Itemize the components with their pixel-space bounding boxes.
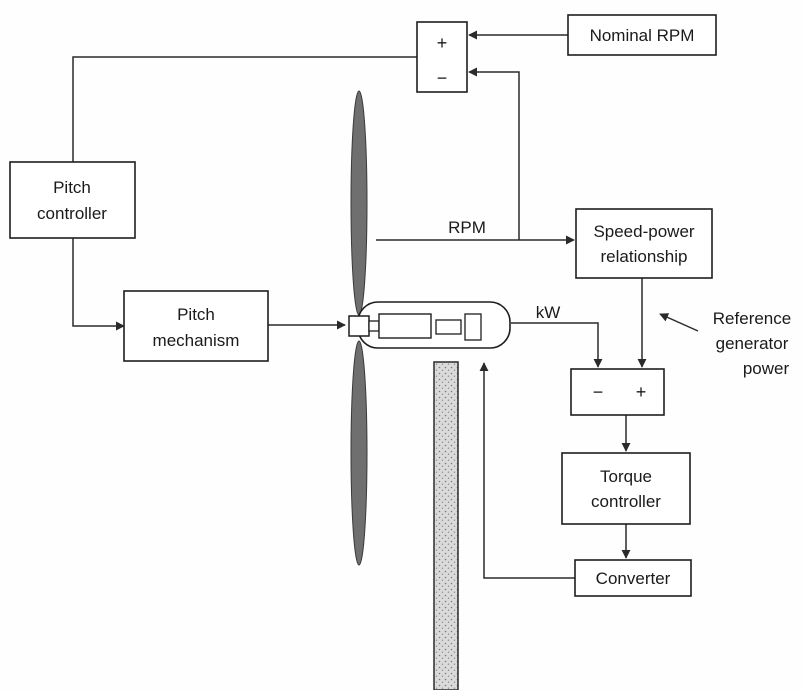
wire-summer-to-pitch-controller	[72, 56, 417, 162]
summing-junction-power: − +	[570, 368, 665, 416]
pitch-mechanism-label-line1: Pitch	[177, 305, 215, 324]
converter-label: Converter	[596, 569, 671, 588]
arrow-reference-pointer	[659, 313, 699, 332]
rpm-label: RPM	[448, 218, 486, 237]
coupling	[435, 319, 462, 335]
summer2-minus-sign: −	[593, 382, 604, 402]
tower	[433, 361, 459, 690]
pitch-controller-label-line2: controller	[37, 204, 107, 223]
gearbox	[378, 313, 432, 339]
nominal-rpm-box: Nominal RPM	[567, 14, 717, 56]
pitch-controller-box: Pitch controller	[9, 161, 136, 239]
pitch-mechanism-label-line2: mechanism	[153, 331, 240, 350]
pitch-mechanism-box: Pitch mechanism	[123, 290, 269, 362]
converter-box: Converter	[574, 559, 692, 597]
reference-power-label-line2: generator	[716, 334, 789, 353]
kw-label: kW	[536, 303, 561, 322]
torque-controller-label-line2: controller	[591, 492, 661, 511]
blade-lower	[350, 340, 368, 566]
arrow-converter-to-nacelle	[479, 362, 575, 579]
arrow-rpm-to-summer	[468, 67, 520, 240]
blade-upper	[350, 90, 368, 316]
generator	[464, 313, 482, 341]
torque-controller-box: Torque controller	[561, 452, 691, 525]
speed-power-box: Speed-power relationship	[575, 208, 713, 279]
summer-plus-sign: +	[437, 33, 448, 53]
speed-power-label-line1: Speed-power	[593, 222, 694, 241]
reference-power-label-line1: Reference	[713, 309, 791, 328]
nominal-rpm-label: Nominal RPM	[590, 26, 695, 45]
shaft	[368, 320, 380, 332]
hub	[348, 315, 370, 337]
pitch-controller-label-line1: Pitch	[53, 178, 91, 197]
torque-controller-label-line1: Torque	[600, 467, 652, 486]
summer2-plus-sign: +	[636, 382, 647, 402]
summing-junction-rpm: + −	[416, 21, 468, 93]
arrow-pitch-controller-to-mechanism	[72, 238, 125, 331]
arrow-kw-to-summer	[511, 322, 603, 368]
summer-minus-sign: −	[437, 68, 448, 88]
reference-power-label-line3: power	[743, 359, 790, 378]
speed-power-label-line2: relationship	[601, 247, 688, 266]
